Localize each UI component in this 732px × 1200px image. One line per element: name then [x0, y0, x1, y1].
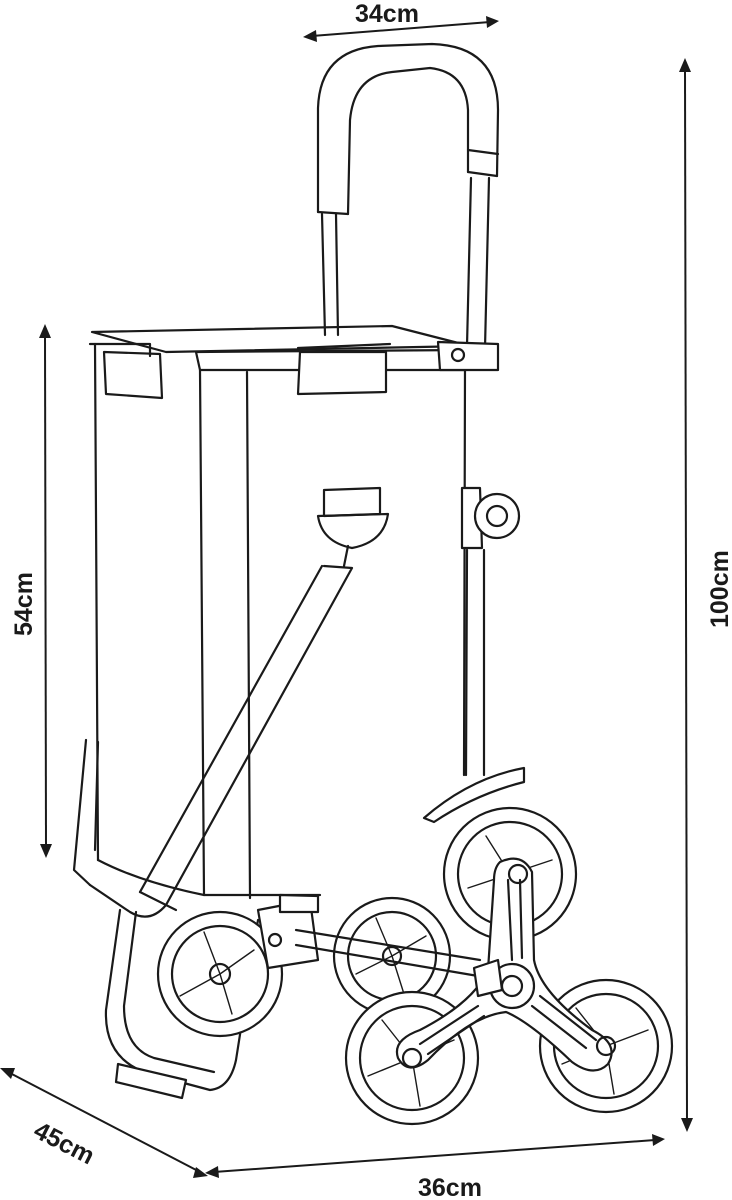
base-width-label: 36cm [418, 1174, 482, 1200]
dimension-base-width: 36cm [205, 1134, 665, 1200]
dimension-total-height: 100cm [679, 58, 732, 1132]
hinge-knob [460, 486, 521, 777]
total-height-label: 100cm [706, 550, 732, 628]
star-carrier [395, 857, 617, 1072]
bag [88, 324, 472, 900]
dimension-top-width: 34cm [303, 0, 499, 42]
front-foot-frame [104, 908, 260, 1100]
support-arm [72, 564, 354, 918]
bag-height-label: 54cm [10, 572, 38, 636]
top-width-label: 34cm [355, 0, 419, 28]
depth-label: 45cm [29, 1116, 99, 1170]
mudguard [422, 766, 526, 824]
axle-frame [256, 893, 482, 978]
frame-bracket [436, 340, 500, 372]
rear-wheel-left [156, 910, 284, 1038]
tri-star-wheel-assembly [344, 806, 674, 1126]
trolley-illustration [72, 42, 674, 1126]
dimension-bag-height: 54cm [10, 324, 52, 858]
hub-clip [472, 958, 504, 998]
handle [316, 42, 500, 350]
bag-hook [316, 486, 390, 568]
